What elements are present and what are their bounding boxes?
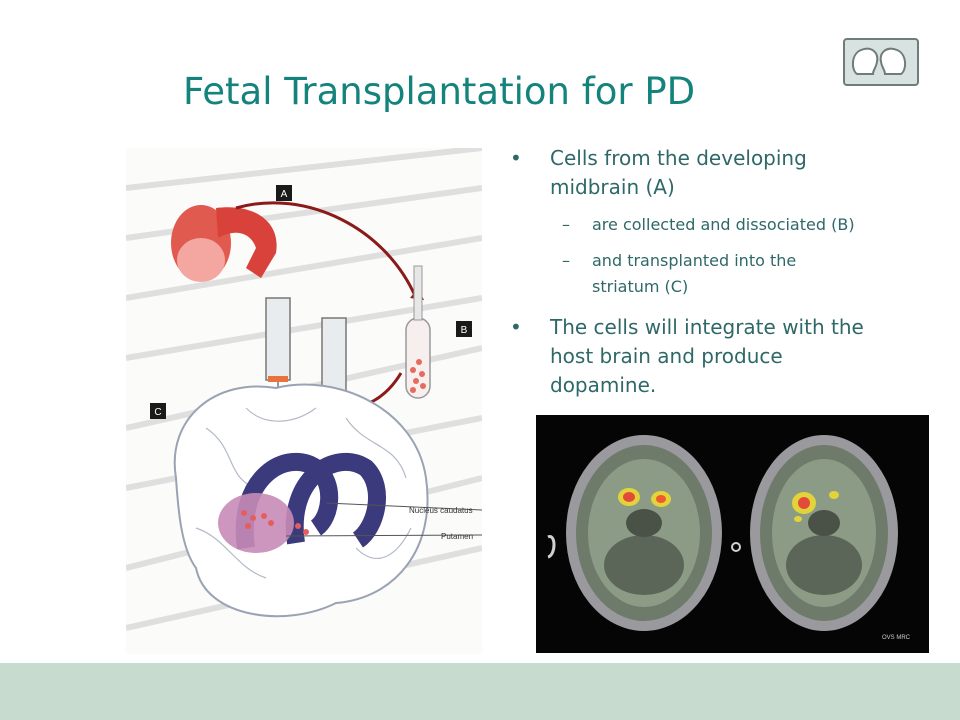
sub-bullet-marker: –	[562, 215, 570, 234]
footer-band	[0, 663, 960, 720]
scan-credit: OVS MRC	[882, 635, 911, 641]
annotation-putamen: Putamen	[441, 532, 473, 541]
bullet-text: The cells will integrate with the host b…	[550, 315, 864, 397]
bullet-marker: •	[510, 146, 522, 170]
annotation-nucleus-caudatus: Nucleus caudatus	[409, 506, 473, 515]
transplant-diagram: A B C Nucleus caudatus Putamen	[125, 145, 483, 654]
slide-title: Fetal Transplantation for PD	[183, 70, 696, 113]
label-c: C	[154, 407, 161, 418]
sub-bullet-text: are collected and dissociated (B)	[592, 215, 855, 234]
sub-bullet-text: and transplanted into the striatum (C)	[592, 251, 797, 296]
sub-bullet-marker: –	[562, 251, 570, 270]
label-b: B	[461, 325, 468, 336]
brain-scan-image: OVS MRC	[536, 415, 929, 653]
bullet-marker: •	[510, 315, 522, 339]
bullet-text: Cells from the developing midbrain (A)	[550, 146, 807, 199]
brain-heads-logo-icon	[843, 38, 919, 86]
label-a: A	[281, 189, 288, 200]
